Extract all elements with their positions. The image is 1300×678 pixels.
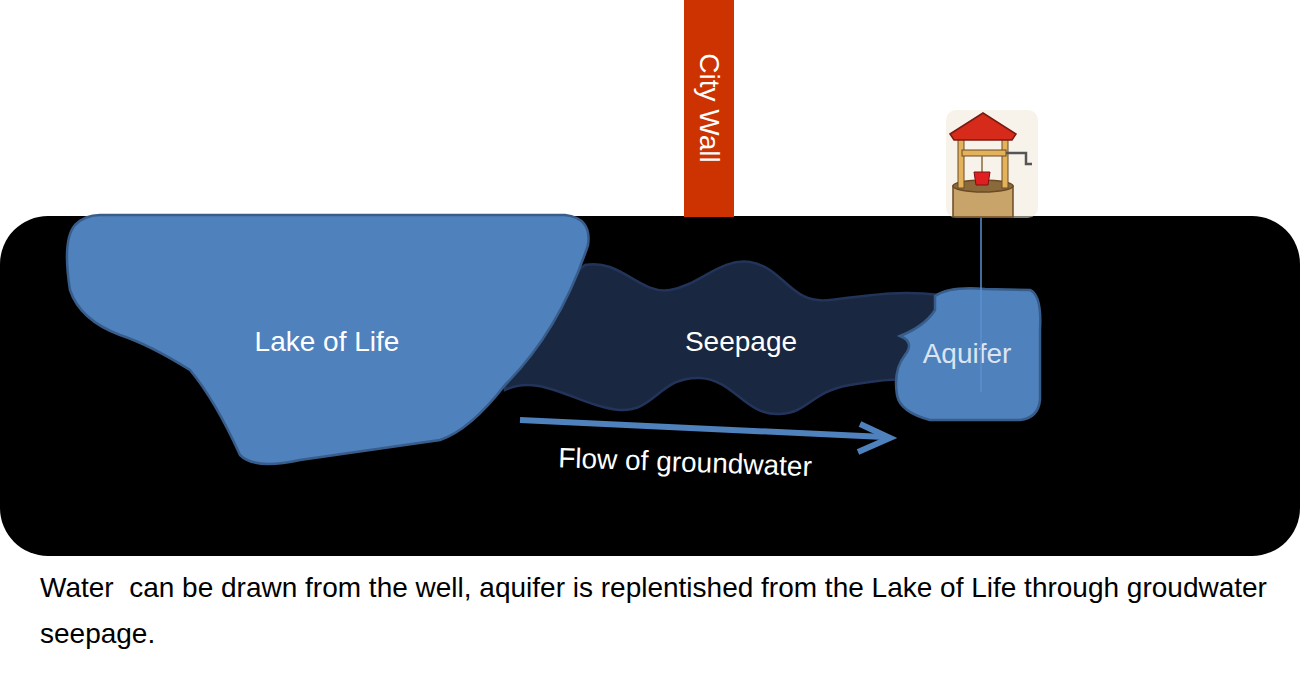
- well-post: [958, 132, 964, 188]
- well-axle: [962, 150, 1006, 156]
- well-bucket: [974, 172, 990, 185]
- well-crank: [1006, 153, 1032, 164]
- lake-shape: Lake of Life: [65, 213, 592, 466]
- seepage-band-path: [505, 262, 940, 414]
- aquifer-shape-path: [896, 288, 1040, 420]
- well-glow: [946, 110, 1038, 218]
- ground-band: [0, 216, 1300, 556]
- well-shaft-line: [980, 186, 982, 392]
- aquifer-shape: Aquifer: [893, 282, 1045, 424]
- wall-box: City Wall: [684, 0, 734, 217]
- well-post: [1002, 132, 1008, 188]
- flow-arrow-shaft: [520, 420, 884, 437]
- well-base: [953, 186, 1013, 217]
- well-rim: [953, 180, 1013, 192]
- caption-text: Water can be drawn from the well, aquife…: [40, 565, 1268, 657]
- node-label: Aquifer: [923, 339, 1012, 370]
- lake-shape-path: [67, 215, 589, 464]
- well-rope: [981, 156, 983, 172]
- node-label: Seepage: [685, 327, 797, 358]
- flow-arrow-head: [858, 424, 890, 452]
- well-symbol: [946, 110, 1038, 218]
- node-label: City Wall: [694, 53, 725, 162]
- node-label: Lake of Life: [255, 327, 400, 358]
- well-roof: [950, 113, 1016, 140]
